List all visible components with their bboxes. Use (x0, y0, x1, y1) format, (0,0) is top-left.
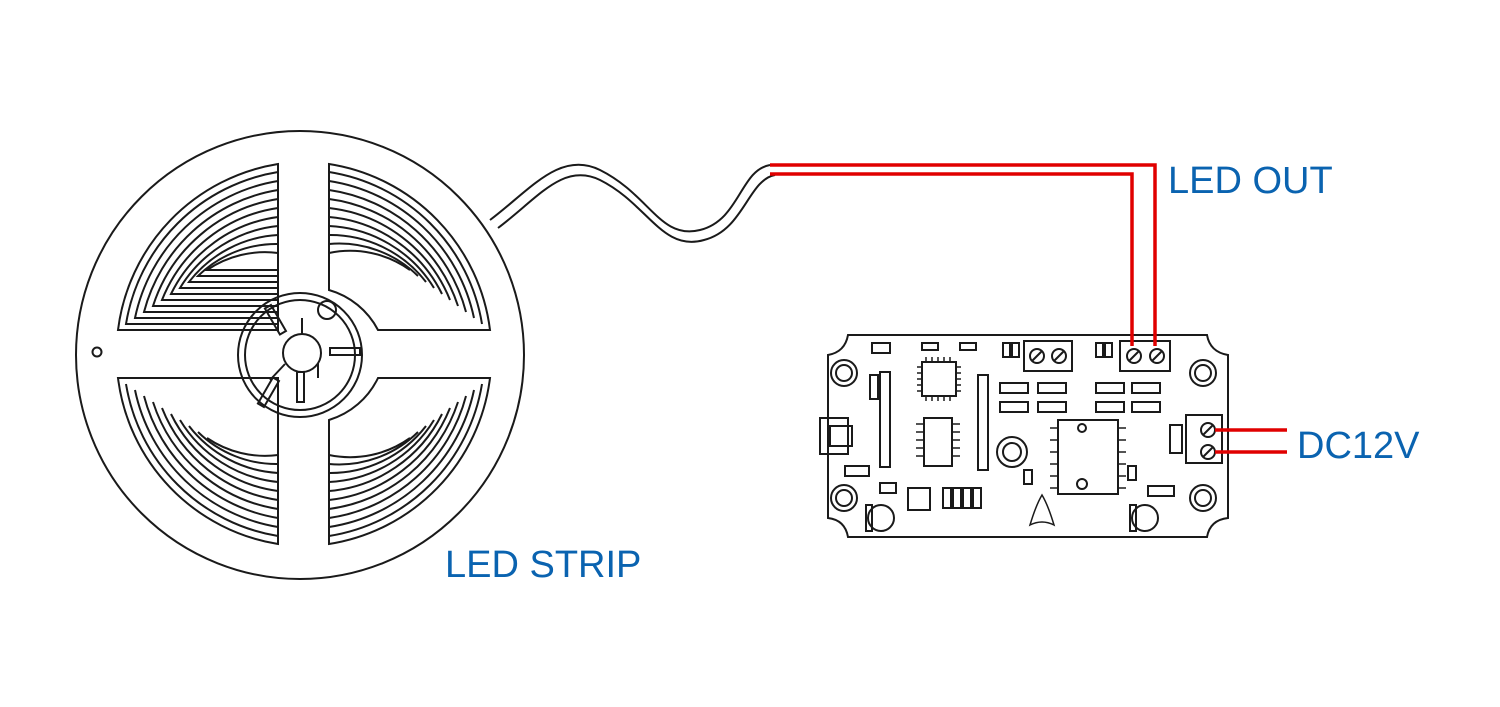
strip-coil-br (328, 377, 492, 546)
led-out-label: LED OUT (1168, 160, 1333, 202)
controller-pcb (819, 334, 1229, 538)
led-out-wire-b (770, 172, 1134, 346)
strip-tail (489, 163, 771, 233)
strip-coil-tl (116, 162, 279, 331)
strip-coil-bl (116, 377, 279, 546)
dc12v-label: DC12V (1297, 425, 1420, 467)
led-strip-label: LED STRIP (445, 544, 642, 586)
strip-coil-tr (328, 162, 492, 331)
led-strip-reel (75, 130, 776, 580)
led-out-wire-a (770, 163, 1157, 346)
